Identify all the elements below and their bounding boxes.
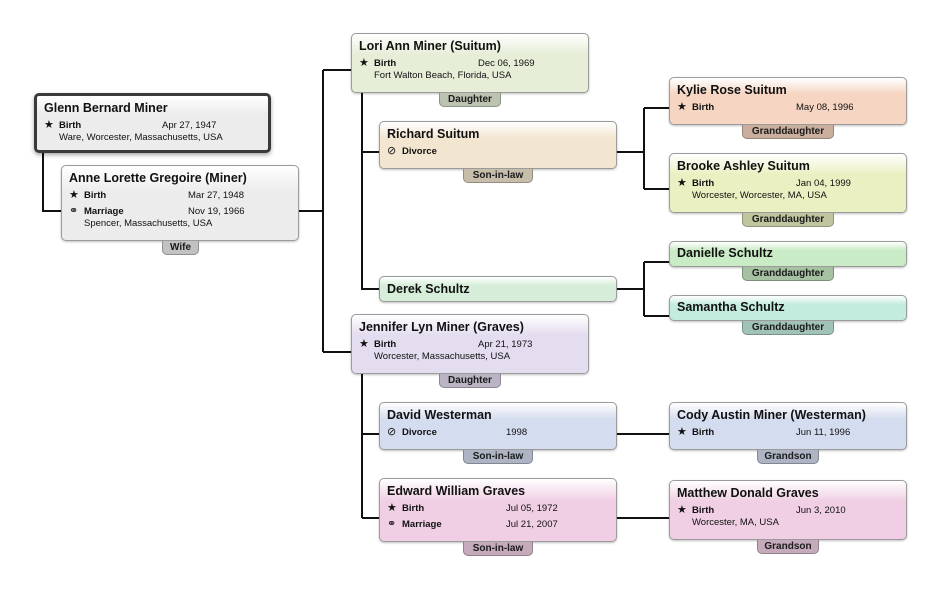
role-tag: Daughter (439, 93, 501, 107)
event-date: Jan 04, 1999 (796, 178, 851, 189)
person-card-anne[interactable]: Anne Lorette Gregoire (Miner) ★ Birth Ma… (61, 165, 299, 241)
event-label: Divorce (402, 427, 437, 438)
person-card-glenn[interactable]: Glenn Bernard Miner ★ Birth Apr 27, 1947… (34, 93, 271, 153)
event-date: 1998 (506, 427, 528, 438)
event-date: May 08, 1996 (796, 102, 854, 113)
person-name: Matthew Donald Graves (677, 486, 819, 500)
event-date: Jul 21, 2007 (506, 519, 558, 530)
event-label: Birth (692, 505, 715, 516)
person-card-samantha[interactable]: Samantha Schultz (669, 295, 907, 321)
star-icon: ★ (677, 101, 687, 113)
role-tag: Granddaughter (742, 267, 834, 281)
star-icon: ★ (359, 57, 369, 69)
event-label: Birth (374, 339, 397, 350)
event-label: Birth (692, 427, 715, 438)
connector-lori-spouses (361, 93, 380, 290)
rings-icon: ⚭ (387, 518, 397, 530)
star-icon: ★ (677, 504, 687, 516)
event-label: Marriage (84, 206, 124, 217)
person-card-david[interactable]: David Westerman ⊘ Divorce 1998 (379, 402, 617, 450)
rings-icon: ⚭ (69, 205, 79, 217)
person-card-brooke[interactable]: Brooke Ashley Suitum ★ Birth Jan 04, 199… (669, 153, 907, 213)
role-tag: Son-in-law (463, 169, 533, 183)
event-place: Ware, Worcester, Massachusetts, USA (59, 132, 223, 143)
person-name: Edward William Graves (387, 484, 526, 498)
person-card-jennifer[interactable]: Jennifer Lyn Miner (Graves) ★ Birth Apr … (351, 314, 589, 374)
role-tag: Grandson (757, 540, 819, 554)
person-name: Danielle Schultz (677, 246, 773, 260)
event-label: Birth (59, 120, 82, 131)
role-tag: Grandson (757, 450, 819, 464)
star-icon: ★ (69, 189, 79, 201)
connector-glenn-anne (42, 152, 62, 212)
broken-rings-icon: ⊘ (387, 145, 397, 157)
person-card-matthew[interactable]: Matthew Donald Graves ★ Birth Jun 3, 201… (669, 480, 907, 540)
person-name: Lori Ann Miner (Suitum) (359, 39, 501, 53)
event-label: Divorce (402, 146, 437, 157)
person-card-richard[interactable]: Richard Suitum ⊘ Divorce (379, 121, 617, 169)
star-icon: ★ (359, 338, 369, 350)
connector-family-trunk (298, 69, 351, 353)
person-name: Samantha Schultz (677, 300, 785, 314)
star-icon: ★ (677, 426, 687, 438)
event-label: Birth (402, 503, 425, 514)
person-name: Jennifer Lyn Miner (Graves) (359, 320, 524, 334)
role-tag: Son-in-law (463, 450, 533, 464)
event-place: Worcester, MA, USA (692, 517, 779, 528)
person-card-cody[interactable]: Cody Austin Miner (Westerman) ★ Birth Ju… (669, 402, 907, 450)
event-place: Spencer, Massachusetts, USA (84, 218, 213, 229)
event-label: Birth (84, 190, 107, 201)
star-icon: ★ (677, 177, 687, 189)
person-name: Cody Austin Miner (Westerman) (677, 408, 866, 422)
person-card-edward[interactable]: Edward William Graves ★ Birth Jul 05, 19… (379, 478, 617, 542)
event-label: Birth (692, 102, 715, 113)
event-date: Dec 06, 1969 (478, 58, 535, 69)
event-label: Marriage (402, 519, 442, 530)
event-date: Jul 05, 1972 (506, 503, 558, 514)
person-name: Brooke Ashley Suitum (677, 159, 810, 173)
event-label: Birth (374, 58, 397, 69)
event-place: Worcester, Worcester, MA, USA (692, 190, 827, 201)
star-icon: ★ (387, 502, 397, 514)
event-date: Nov 19, 1966 (188, 206, 245, 217)
person-card-kylie[interactable]: Kylie Rose Suitum ★ Birth May 08, 1996 (669, 77, 907, 125)
role-tag: Granddaughter (742, 321, 834, 335)
event-date: Apr 27, 1947 (162, 120, 217, 131)
person-name: David Westerman (387, 408, 492, 422)
person-card-derek[interactable]: Derek Schultz (379, 276, 617, 302)
event-date: Jun 3, 2010 (796, 505, 846, 516)
event-label: Birth (692, 178, 715, 189)
star-icon: ★ (44, 119, 54, 131)
connector-jennifer-spouses (361, 374, 380, 519)
event-place: Fort Walton Beach, Florida, USA (374, 70, 512, 81)
broken-rings-icon: ⊘ (387, 426, 397, 438)
person-name: Glenn Bernard Miner (44, 101, 168, 115)
person-name: Kylie Rose Suitum (677, 83, 787, 97)
person-name: Richard Suitum (387, 127, 480, 141)
role-tag: Wife (162, 241, 199, 255)
event-date: Apr 21, 1973 (478, 339, 533, 350)
person-card-danielle[interactable]: Danielle Schultz (669, 241, 907, 267)
event-place: Worcester, Massachusetts, USA (374, 351, 511, 362)
connector-derek-children (617, 261, 670, 317)
person-card-lori[interactable]: Lori Ann Miner (Suitum) ★ Birth Dec 06, … (351, 33, 589, 93)
connector-richard-children (617, 107, 670, 190)
role-tag: Granddaughter (742, 125, 834, 139)
role-tag: Granddaughter (742, 213, 834, 227)
person-name: Derek Schultz (387, 282, 470, 296)
event-date: Mar 27, 1948 (188, 190, 244, 201)
role-tag: Son-in-law (463, 542, 533, 556)
role-tag: Daughter (439, 374, 501, 388)
event-date: Jun 11, 1996 (796, 427, 851, 438)
person-name: Anne Lorette Gregoire (Miner) (69, 171, 247, 185)
